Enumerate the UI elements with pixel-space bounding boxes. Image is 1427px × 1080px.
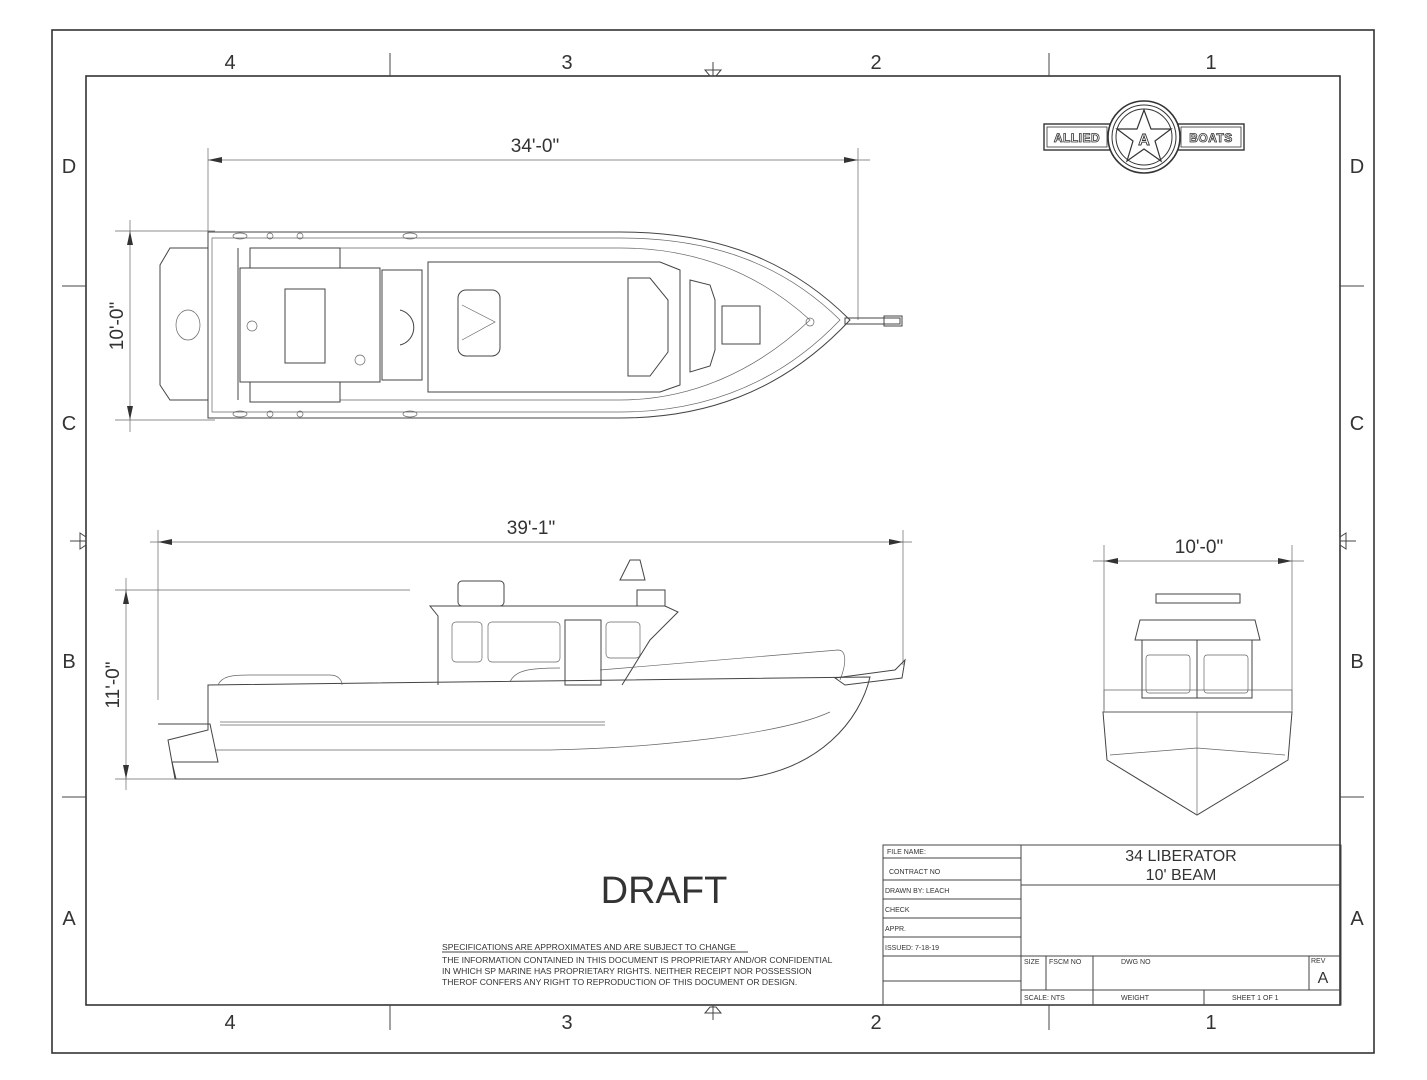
zone-col-1-top: 1 xyxy=(1205,52,1216,74)
proprietary-notes: SPECIFICATIONS ARE APPROXIMATES AND ARE … xyxy=(442,942,833,987)
notes-heading: SPECIFICATIONS ARE APPROXIMATES AND ARE … xyxy=(442,942,736,952)
plan-view: 34'-0" 10'-0" xyxy=(107,136,903,432)
outer-border xyxy=(51,29,1375,1054)
zone-row-B-right: B xyxy=(1350,651,1363,673)
zone-row-A-left: A xyxy=(62,908,76,930)
notes-line-1: THE INFORMATION CONTAINED IN THIS DOCUME… xyxy=(442,955,833,965)
size-label: SIZE xyxy=(1024,959,1040,966)
check-label: CHECK xyxy=(885,907,910,914)
zone-col-4-bottom: 4 xyxy=(224,1012,235,1034)
dwg-no-label: DWG NO xyxy=(1121,959,1151,966)
scale-label: SCALE: NTS xyxy=(1024,995,1065,1002)
logo-right-text: BOATS xyxy=(1189,131,1233,145)
drawn-by: DRAWN BY: LEACH xyxy=(885,888,949,895)
issued-date: ISSUED: 7-18-19 xyxy=(885,945,939,952)
allied-boats-logo: ALLIED BOATS A xyxy=(1043,100,1245,174)
zone-ticks xyxy=(62,53,1364,1030)
zone-col-1-bottom: 1 xyxy=(1205,1012,1216,1034)
weight-label: WEIGHT xyxy=(1121,995,1150,1002)
appr-label: APPR. xyxy=(885,926,906,933)
file-name-label: FILE NAME: xyxy=(887,849,926,856)
plan-beam-dimension: 10'-0" xyxy=(107,302,128,350)
profile-length-dimension: 39'-1" xyxy=(507,518,555,539)
zone-col-2-top: 2 xyxy=(870,52,881,74)
inner-border xyxy=(85,75,1341,1006)
zone-col-3-top: 3 xyxy=(561,52,572,74)
zone-row-C-right: C xyxy=(1350,413,1364,435)
notes-line-2: IN WHICH SP MARINE HAS PROPRIETARY RIGHT… xyxy=(442,966,812,976)
drawing-title-line-1: 34 LIBERATOR xyxy=(1125,848,1236,865)
title-block: FILE NAME: CONTRACT NO DRAWN BY: LEACH C… xyxy=(882,844,1342,1006)
draft-label: DRAFT xyxy=(601,870,728,912)
logo-center-letter: A xyxy=(1138,132,1150,149)
plan-length-dimension: 34'-0" xyxy=(511,136,559,157)
fscm-label: FSCM NO xyxy=(1049,959,1082,966)
zone-col-4-top: 4 xyxy=(224,52,235,74)
zone-row-B-left: B xyxy=(62,651,75,673)
profile-height-dimension: 11'-0" xyxy=(103,662,124,709)
zone-row-A-right: A xyxy=(1350,908,1364,930)
zone-row-C-left: C xyxy=(62,413,76,435)
rev-value: A xyxy=(1318,970,1329,987)
notes-line-3: THEROF CONFERS ANY RIGHT TO REPRODUCTION… xyxy=(442,977,797,987)
zone-col-2-bottom: 2 xyxy=(870,1012,881,1034)
profile-view: 39'-1" 11'-0" xyxy=(103,518,912,790)
contract-no-label: CONTRACT NO xyxy=(889,869,941,876)
zone-col-3-bottom: 3 xyxy=(561,1012,572,1034)
drawing-title-line-2: 10' BEAM xyxy=(1146,867,1217,884)
zone-row-D-right: D xyxy=(1350,156,1364,178)
rev-label: REV xyxy=(1311,958,1326,965)
logo-left-text: ALLIED xyxy=(1054,131,1100,145)
front-view: 10'-0" xyxy=(1093,537,1304,816)
centering-mark-icon xyxy=(70,62,1356,1020)
star-icon xyxy=(1115,108,1173,163)
sheet-number: SHEET 1 OF 1 xyxy=(1232,995,1279,1002)
zone-row-D-left: D xyxy=(62,156,76,178)
front-beam-dimension: 10'-0" xyxy=(1175,537,1223,558)
